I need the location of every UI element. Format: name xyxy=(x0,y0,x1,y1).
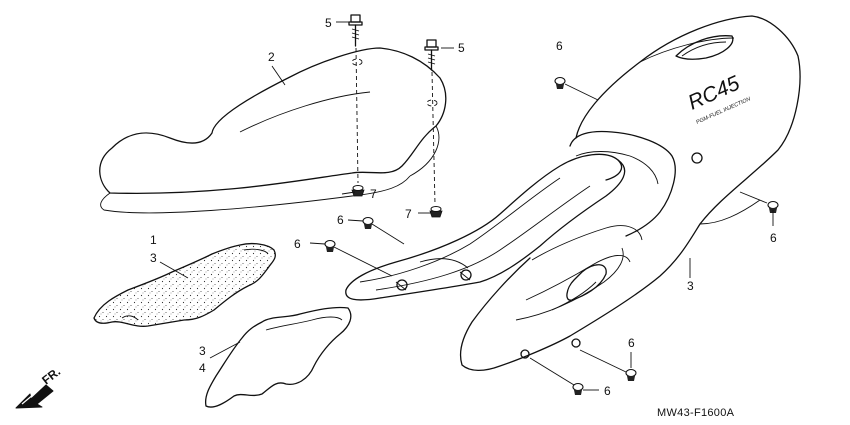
callout-3-lower: 3 xyxy=(199,344,206,358)
lower-seal xyxy=(204,306,352,408)
front-label: FR. xyxy=(39,364,63,387)
bolt-right xyxy=(424,39,439,71)
mount-line-right xyxy=(431,71,436,205)
callout-5-right: 5 xyxy=(458,41,465,55)
callout-labels: 5 5 2 7 7 6 6 6 6 3 6 6 1 3 3 4 xyxy=(150,16,777,398)
seat-frame xyxy=(345,153,626,301)
callout-1: 1 xyxy=(150,233,157,247)
grommet-left xyxy=(351,185,365,197)
mount-line-left xyxy=(355,47,359,184)
rear-cowl: RC45 PGM-FUEL INJECTION xyxy=(459,15,801,372)
callout-3-seal: 3 xyxy=(150,251,157,265)
seat xyxy=(99,47,447,214)
diagram-code: MW43-F1600A xyxy=(657,407,735,419)
seal-pad xyxy=(93,243,276,327)
callout-3-cowl: 3 xyxy=(687,279,694,293)
screw-6-right xyxy=(767,200,779,213)
screw-6-left xyxy=(324,239,336,252)
callout-6-right: 6 xyxy=(770,231,777,245)
callout-2: 2 xyxy=(268,50,275,64)
callout-6-top: 6 xyxy=(556,39,563,53)
callout-6-bottom: 6 xyxy=(604,384,611,398)
grommet-right xyxy=(429,206,443,218)
screw-6-low-right xyxy=(625,368,637,381)
callout-6-left: 6 xyxy=(294,237,301,251)
screw-6-top xyxy=(554,76,566,89)
callout-4: 4 xyxy=(199,361,206,375)
screw-6-mid xyxy=(362,216,374,229)
callout-6-mid: 6 xyxy=(337,213,344,227)
screw-6-bottom xyxy=(572,382,584,395)
leader-lines xyxy=(159,21,774,391)
front-direction-arrow: FR. xyxy=(15,364,63,409)
bolt-left xyxy=(348,14,363,47)
callout-7-right: 7 xyxy=(405,207,412,221)
callout-5-left: 5 xyxy=(325,16,332,30)
callout-7-left: 7 xyxy=(370,187,377,201)
callout-6-low-right: 6 xyxy=(628,336,635,350)
